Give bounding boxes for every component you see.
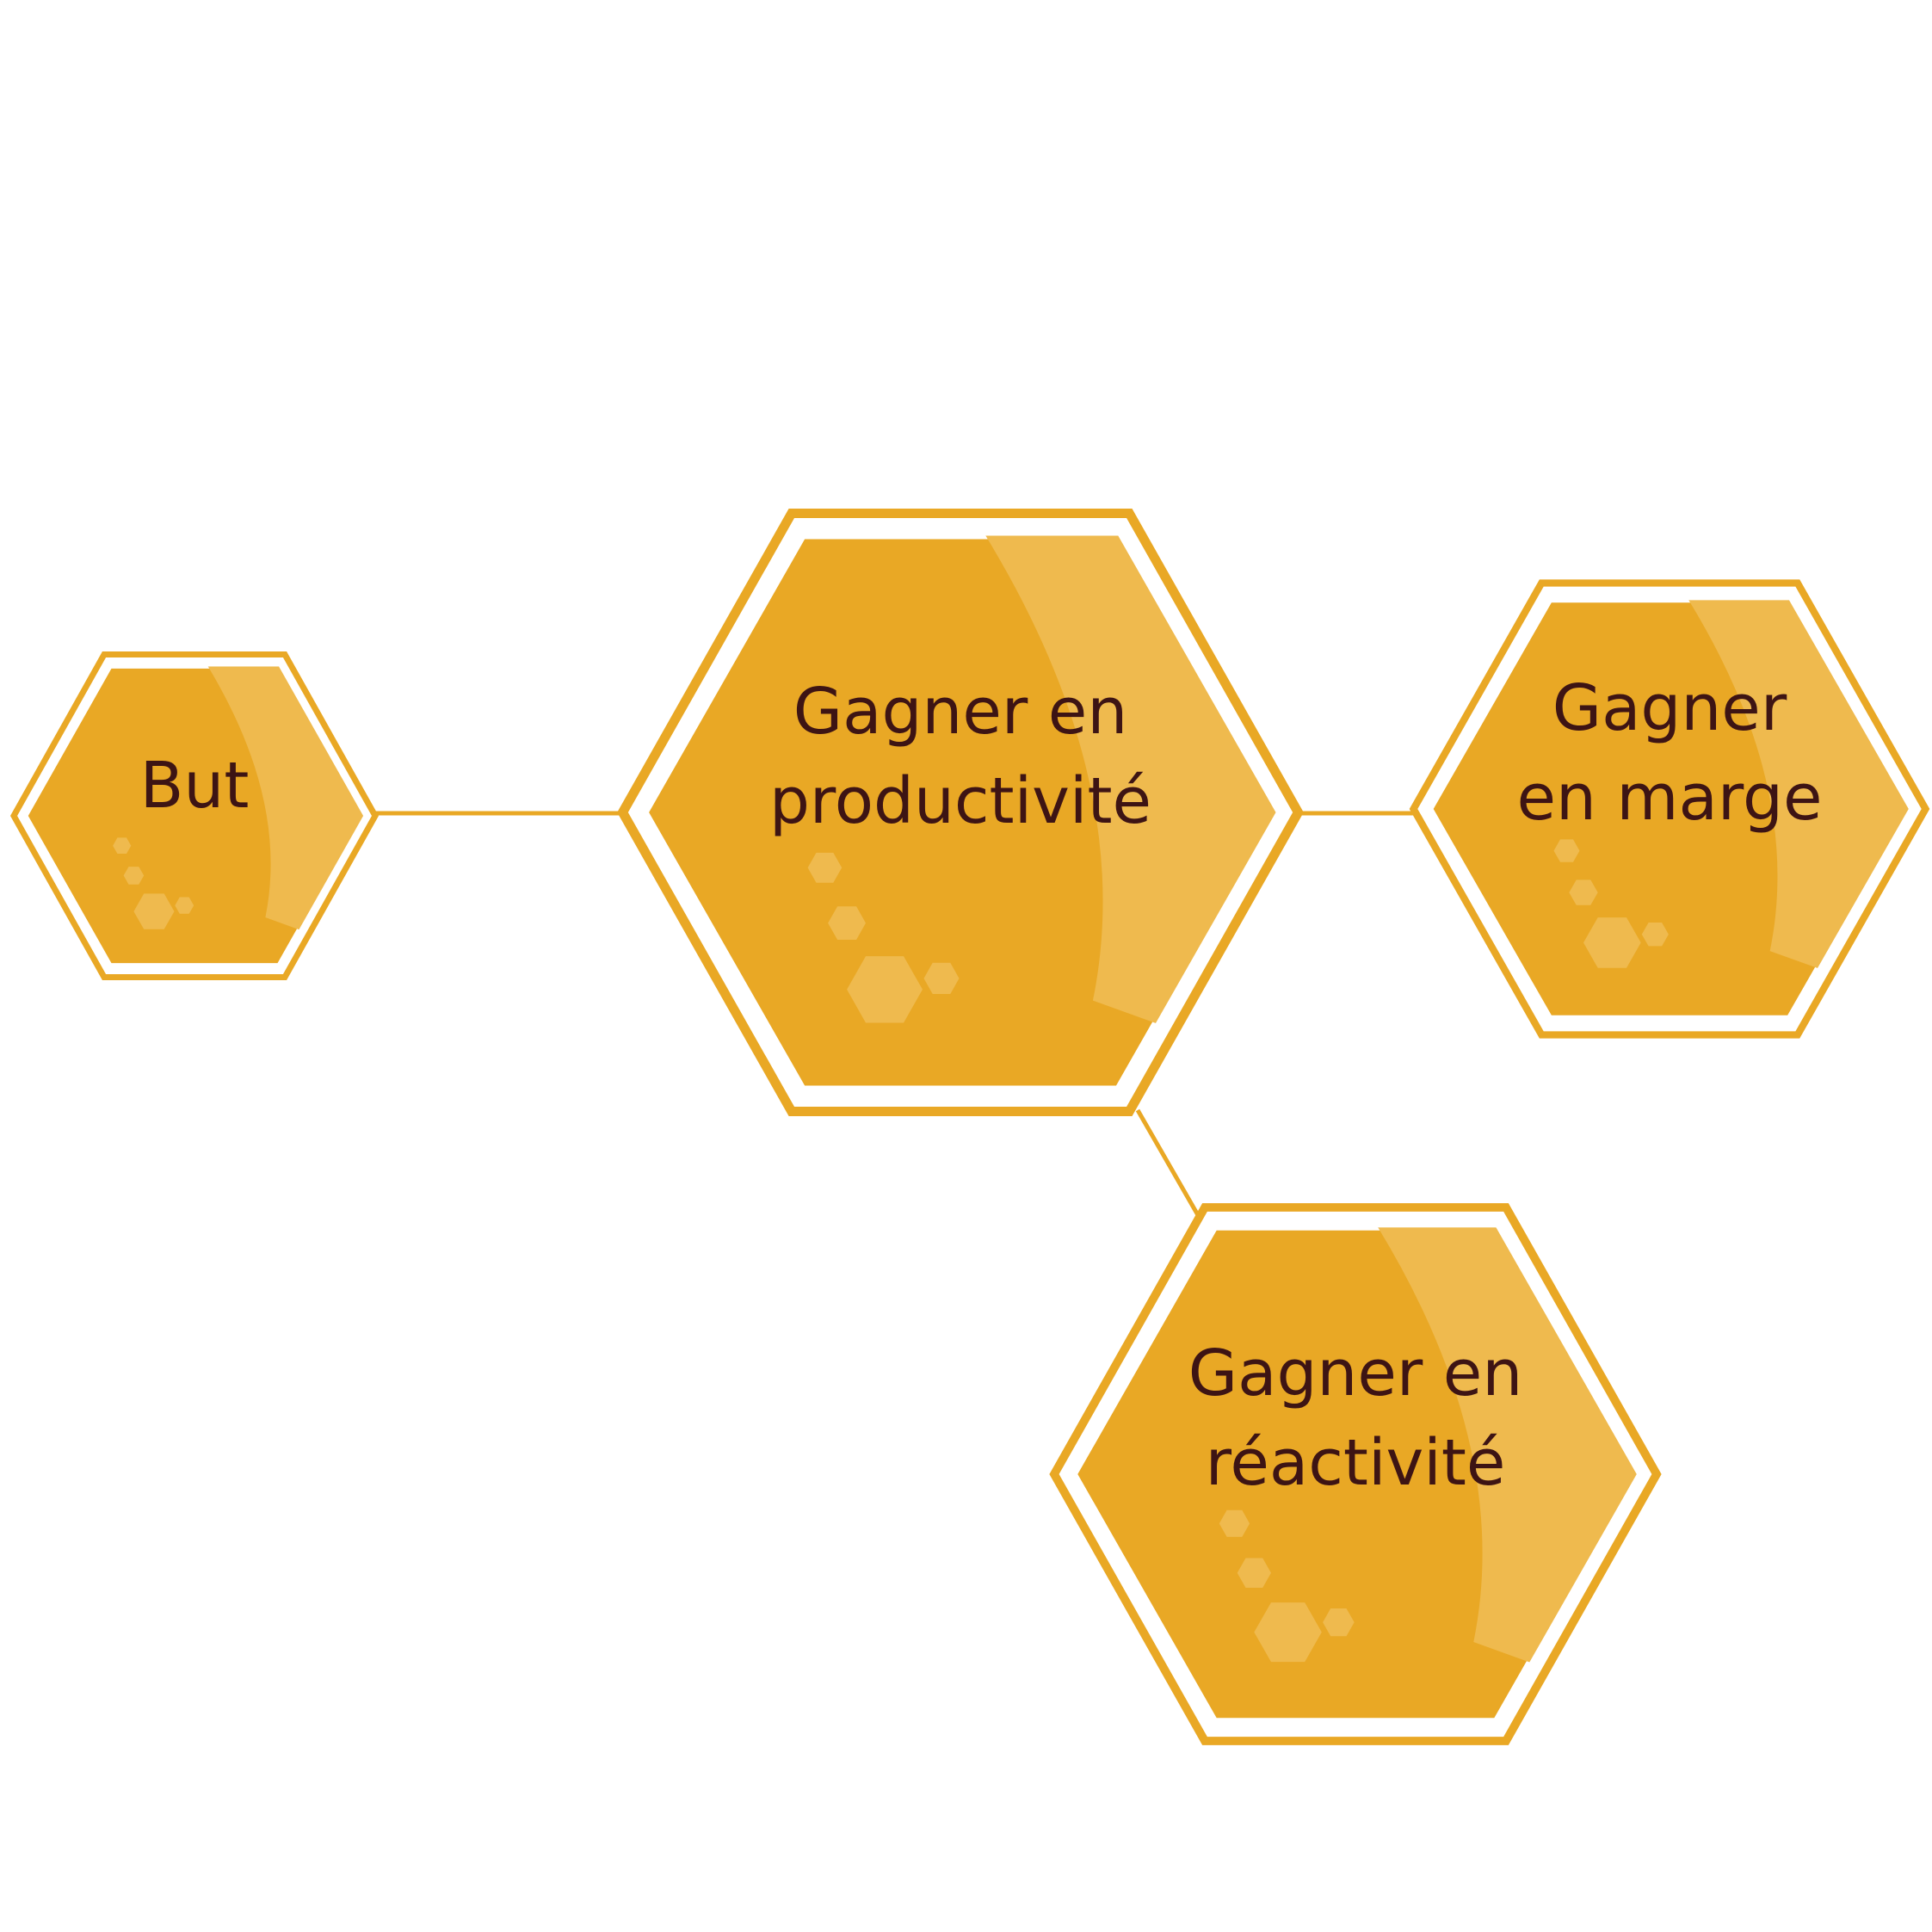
hex-label-line: Gagner en	[1188, 1336, 1522, 1410]
hex-label-reactivite: Gagner en réactivité	[1188, 1336, 1522, 1500]
hex-node-but: But	[9, 651, 380, 980]
bubble-hex-icon	[847, 956, 923, 1023]
hex-node-reactivite: Gagner en réactivité	[1049, 1203, 1662, 1745]
connector-productivite-reactivite	[1135, 1108, 1201, 1217]
bubble-hex-icon	[1254, 1602, 1322, 1663]
hex-outer-frame	[9, 651, 380, 980]
bubble-hex-icon	[133, 893, 175, 929]
bubble-hex-icon	[1583, 917, 1641, 968]
hex-label-line: Gagner	[1552, 671, 1787, 745]
bubble-hex-icon	[123, 867, 145, 885]
bubble-hex-icon	[1641, 923, 1669, 947]
hex-label-line: productivité	[769, 764, 1151, 838]
bubble-hex-icon	[113, 837, 132, 854]
bubble-hex-icon	[1553, 839, 1580, 862]
connector-lines	[374, 811, 1416, 1217]
hex-label-marge: Gagner en marge	[1516, 671, 1822, 835]
hex-node-marge: Gagner en marge	[1409, 579, 1930, 1039]
hex-outer-frame	[1409, 579, 1930, 1039]
hex-outer-frame	[617, 509, 1304, 1116]
hex-label-line: But	[140, 749, 250, 823]
hex-node-productivite: Gagner en productivité	[617, 509, 1304, 1116]
bubble-hex-icon	[807, 852, 843, 883]
bubble-hex-icon	[923, 962, 960, 994]
bubble-hex-icon	[828, 906, 866, 940]
bubble-hex-icon	[1219, 1509, 1250, 1537]
bubble-hex-icon	[1237, 1558, 1271, 1588]
bubble-hex-icon	[175, 897, 194, 914]
bubble-hex-icon	[1323, 1608, 1355, 1637]
hex-label-line: Gagner en	[793, 675, 1127, 749]
hex-label-but: But	[140, 749, 250, 823]
bubble-hex-icon	[1569, 880, 1598, 905]
hex-outer-frame	[1049, 1203, 1662, 1745]
hex-label-line: réactivité	[1206, 1426, 1506, 1500]
hex-label-productivite: Gagner en productivité	[769, 675, 1151, 838]
hex-label-line: en marge	[1516, 761, 1822, 835]
